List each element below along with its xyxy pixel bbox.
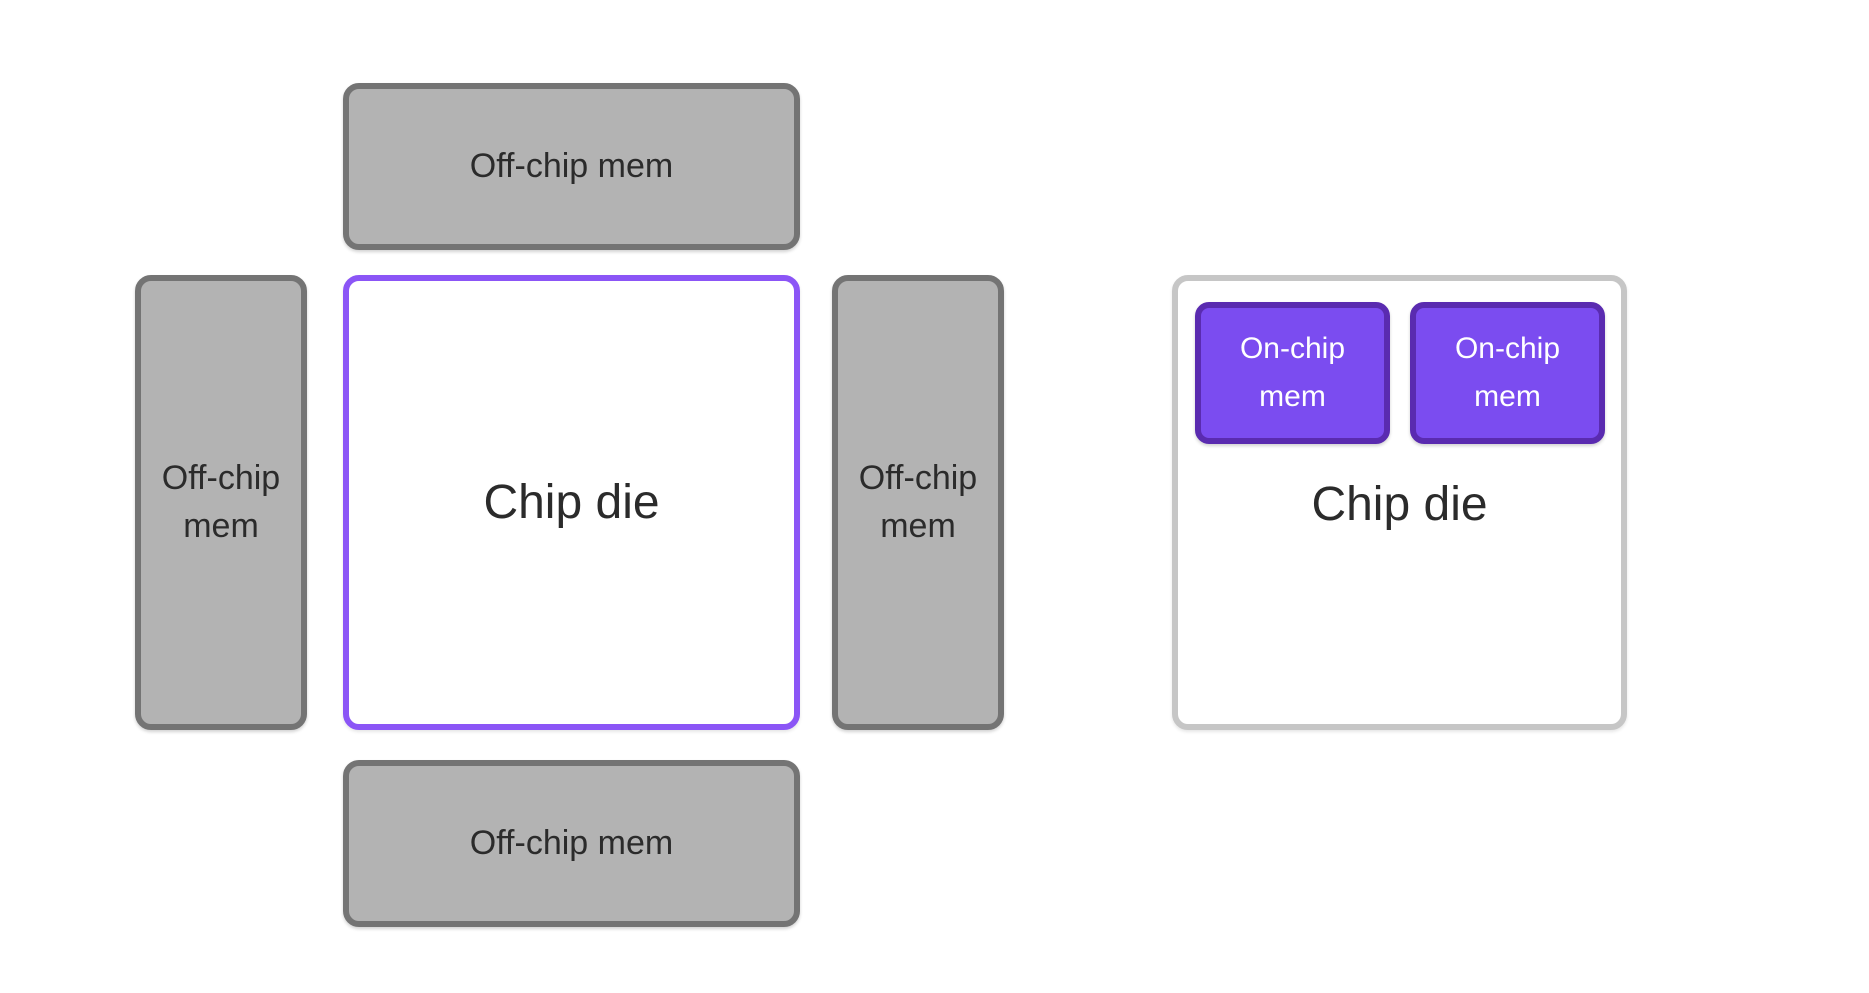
off-chip-mem-right-block: Off-chip mem (832, 275, 1004, 730)
on-chip-mem-block-2: On-chip mem (1410, 302, 1605, 444)
chip-die-right-block: On-chip mem On-chip mem Chip die (1172, 275, 1627, 730)
off-chip-mem-top-block: Off-chip mem (343, 83, 800, 250)
off-chip-mem-left-label: Off-chip mem (161, 458, 281, 545)
on-chip-mem-block-1: On-chip mem (1195, 302, 1390, 444)
chip-die-left-label: Chip die (483, 475, 660, 529)
off-chip-mem-bottom-block: Off-chip mem (343, 760, 800, 927)
off-chip-mem-right-label: Off-chip mem (858, 458, 978, 545)
off-chip-mem-top-label: Off-chip mem (469, 146, 674, 185)
on-chip-mem-label-1: On-chip mem (1239, 332, 1346, 413)
off-chip-mem-left-block: Off-chip mem (135, 275, 307, 730)
on-chip-mem-label-2: On-chip mem (1454, 332, 1561, 413)
off-chip-mem-bottom-label: Off-chip mem (469, 823, 674, 862)
chip-die-right-label: Chip die (1311, 478, 1488, 531)
chip-die-left-block: Chip die (343, 275, 800, 730)
